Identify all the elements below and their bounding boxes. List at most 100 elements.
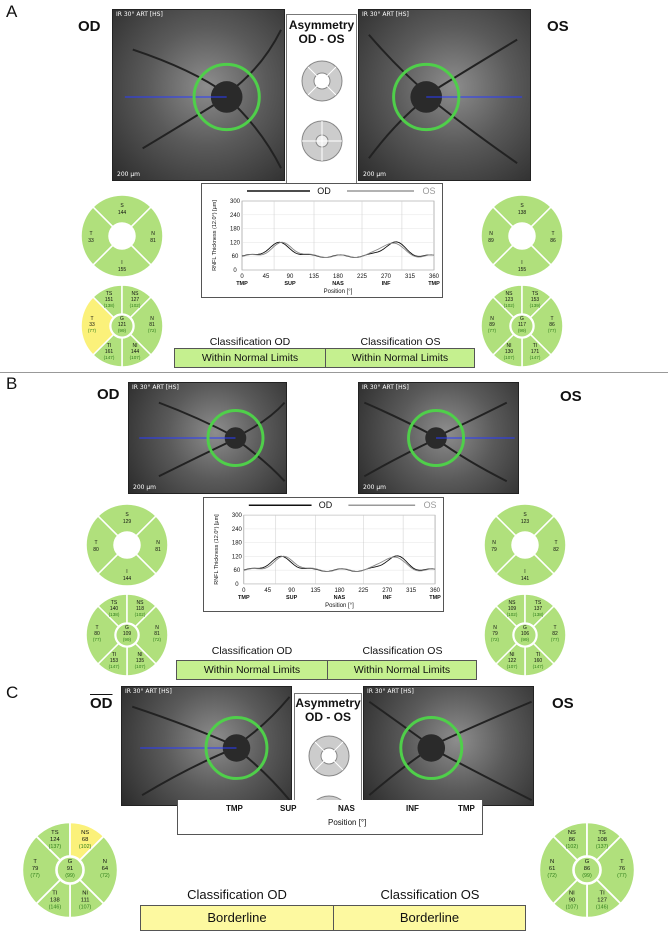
sector-value: 138: [50, 897, 60, 903]
sector-letter: G: [585, 859, 590, 865]
sector-value: 123: [505, 297, 514, 303]
x-region: NAS: [334, 595, 346, 601]
sector6-chart: TS151(138)NS127(102)N81(72)NI144(107)TI1…: [80, 284, 164, 368]
x-tick: 270: [381, 274, 392, 280]
sector-letter: I: [126, 569, 127, 575]
x-tick: 360: [429, 274, 440, 280]
y-tick: 0: [233, 268, 237, 274]
sector-letter: G: [68, 859, 73, 865]
sector-reference: (77): [93, 637, 102, 642]
x-region: INF: [383, 595, 392, 601]
x-region: TMP: [429, 595, 441, 601]
sector-letter: NS: [506, 291, 514, 297]
sector-reference: (77): [548, 328, 557, 333]
sector-reference: (77): [30, 873, 40, 879]
sector-reference: (137): [49, 844, 62, 850]
sector6-chart: NS86(102)TS108(137)T76(77)TI127(146)NI90…: [538, 821, 636, 919]
sector-value: 127: [131, 297, 140, 303]
sector-left: [80, 205, 114, 267]
sector-value: 82: [552, 631, 558, 637]
sector-value: 171: [531, 349, 540, 355]
sector-letter: TI: [536, 652, 540, 658]
x-region-sup: SUP: [280, 804, 297, 813]
classification-od-label-a: Classification OD: [209, 336, 291, 348]
panel-letter-c: C: [6, 683, 19, 702]
x-tick: 225: [357, 274, 368, 280]
sector-left: [483, 514, 517, 576]
sector-value: 81: [150, 238, 156, 244]
sector-t: [85, 604, 120, 666]
od-label-a: OD: [78, 18, 101, 35]
panel-letter-b: B: [6, 374, 18, 393]
sector-letter: TS: [51, 830, 59, 836]
plot-area: [243, 514, 436, 585]
sector-value: 155: [118, 267, 127, 273]
sector-value: 86: [550, 238, 556, 244]
sector-value: 90: [569, 897, 575, 903]
sector-value: 155: [518, 267, 527, 273]
y-tick: 120: [232, 554, 243, 560]
sector-letter: TI: [533, 343, 537, 349]
sector-value: 108: [597, 837, 607, 843]
sector-letter: I: [524, 569, 525, 575]
sector-g: [56, 856, 84, 884]
sector-reference: (147): [530, 355, 541, 360]
sector-reference: (107): [566, 904, 579, 910]
asymmetry-box-a: Asymmetry OD - OS: [286, 14, 357, 185]
y-tick: 60: [234, 568, 241, 574]
sector-value: 81: [155, 547, 161, 553]
sector-value: 138: [518, 210, 527, 216]
sector-letter: G: [120, 316, 124, 322]
sector-letter: TI: [107, 343, 111, 349]
sector6-chart: TS140(138)NS118(102)N81(72)NI135(107)TI1…: [85, 593, 169, 677]
asymmetry-title: Asymmetry: [295, 696, 361, 710]
sector-value: 89: [488, 238, 494, 244]
sector-g: [513, 623, 537, 647]
sector-letter: NI: [507, 343, 512, 349]
image-scale: 200 µm: [363, 484, 387, 491]
image-caption: IR 30° ART [HS]: [362, 11, 409, 18]
y-label: RNFL Thickness (12.0°) [µm]: [214, 514, 220, 585]
x-region: NAS: [332, 281, 344, 287]
sector-reference: (99): [65, 873, 75, 879]
sector-value: 80: [93, 547, 99, 553]
sector-letter: T: [33, 859, 37, 865]
classification-od-b: Within Normal Limits: [176, 660, 328, 680]
sector-value: 81: [154, 631, 160, 637]
sector-letter: TS: [532, 291, 539, 297]
sector-value: 68: [82, 837, 88, 843]
y-tick: 300: [230, 199, 241, 205]
sector-value: 76: [619, 866, 625, 872]
sector-value: 130: [505, 349, 514, 355]
sector-g: [573, 856, 601, 884]
rnfl-curve: [243, 555, 436, 572]
sector-reference: (99): [582, 873, 592, 879]
x-label: Position [°]: [324, 289, 353, 295]
sector-reference: (99): [518, 328, 527, 333]
sector-reference: (72): [148, 328, 157, 333]
sector-letter: T: [553, 625, 556, 631]
fundus-overlay: [131, 696, 291, 801]
plot-area: [241, 200, 435, 271]
sector-i: [491, 244, 553, 278]
sector-reference: (107): [79, 904, 92, 910]
sector-g: [510, 314, 534, 338]
sector-letter: NS: [137, 600, 145, 606]
rnfl-chart-c: TMP SUP NAS INF TMP Position [°]: [177, 800, 483, 835]
sector-reference: (102): [130, 303, 141, 308]
image-scale: 200 µm: [363, 171, 387, 178]
legend-os: OS: [424, 500, 437, 510]
sector-s: [96, 503, 158, 537]
sector-reference: (102): [566, 844, 579, 850]
sector-value: 144: [118, 210, 127, 216]
sector-letter: N: [493, 625, 497, 631]
sector-letter: N: [489, 231, 493, 237]
sector-reference: (147): [533, 664, 544, 669]
sector-reference: (77): [551, 637, 560, 642]
sector-reference: (107): [507, 664, 518, 669]
sector-value: 127: [597, 897, 607, 903]
fundus-overlay: [363, 401, 515, 483]
